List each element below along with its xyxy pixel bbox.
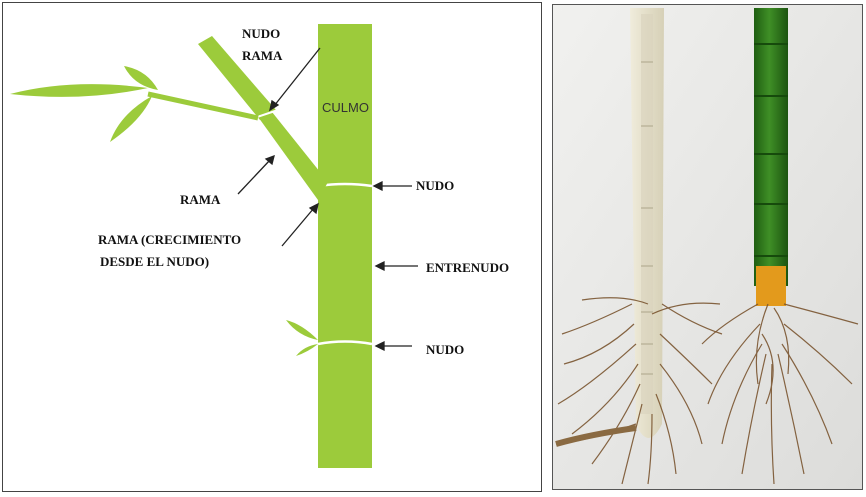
- label-nudo-lower: NUDO: [426, 342, 464, 357]
- label-rama: RAMA: [180, 192, 220, 207]
- bamboo-diagram-svg: [2, 2, 542, 492]
- orange-band: [756, 266, 786, 306]
- diagram-border: [3, 3, 542, 492]
- label-culmo: CULMO: [322, 100, 369, 115]
- label-nudo-upper: NUDO: [416, 178, 454, 193]
- label-nudo-rama-line2: RAMA: [242, 48, 282, 63]
- bamboo-roots-photo: [552, 4, 863, 490]
- label-nudo-rama-line1: NUDO: [242, 26, 280, 41]
- photo-wall: [552, 4, 863, 490]
- bamboo-diagram: NUDO RAMA CULMO RAMA NUDO RAMA (CRECIMIE…: [2, 2, 542, 492]
- culm-stalk: [318, 24, 372, 468]
- label-rama-crecimiento-line1: RAMA (CRECIMIENTO: [98, 232, 241, 247]
- cream-stalk-inner: [641, 14, 653, 414]
- label-entrenudo: ENTRENUDO: [426, 260, 509, 275]
- label-rama-crecimiento-line2: DESDE EL NUDO): [100, 254, 209, 269]
- bamboo-roots-photo-svg: [552, 4, 863, 490]
- green-stalk: [754, 8, 788, 286]
